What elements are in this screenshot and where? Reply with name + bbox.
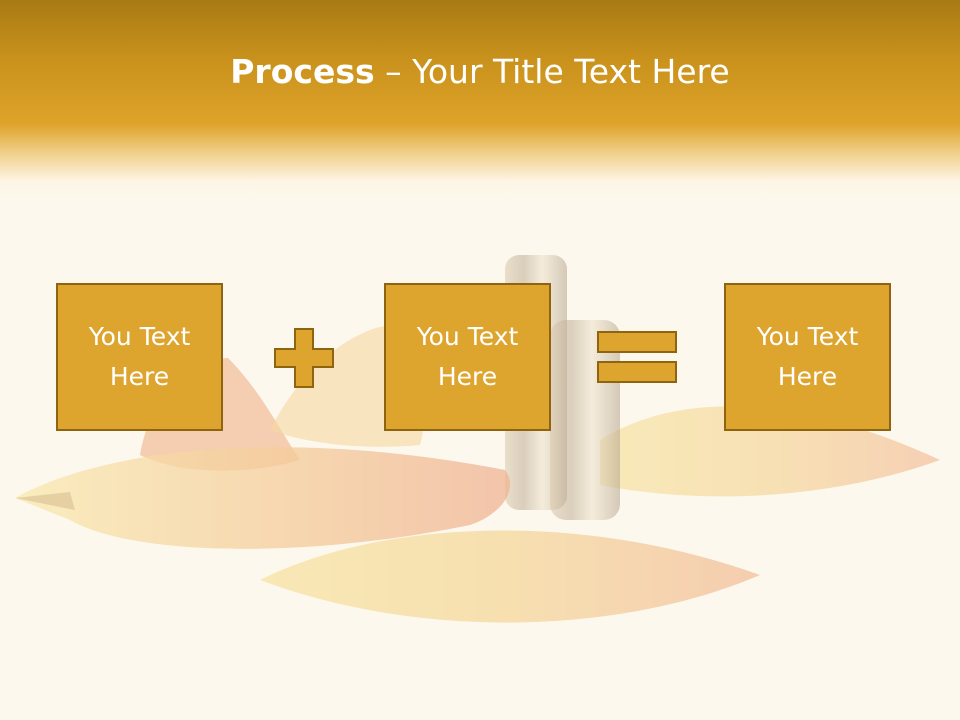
title-rest: – Your Title Text Here xyxy=(374,52,730,91)
box-1-text: You Text Here xyxy=(88,322,191,391)
title-bold: Process xyxy=(230,52,375,91)
box-2-text: You Text Here xyxy=(416,322,519,391)
process-box-2[interactable]: You Text Here xyxy=(384,283,551,431)
box-3-text: You Text Here xyxy=(756,322,859,391)
equals-icon xyxy=(597,331,677,383)
process-box-1[interactable]: You Text Here xyxy=(56,283,223,431)
slide-title[interactable]: Process – Your Title Text Here xyxy=(0,52,960,91)
process-box-3[interactable]: You Text Here xyxy=(724,283,891,431)
title-banner xyxy=(0,0,960,200)
background-photo-petals-rings xyxy=(0,180,960,720)
plus-icon xyxy=(274,328,334,388)
